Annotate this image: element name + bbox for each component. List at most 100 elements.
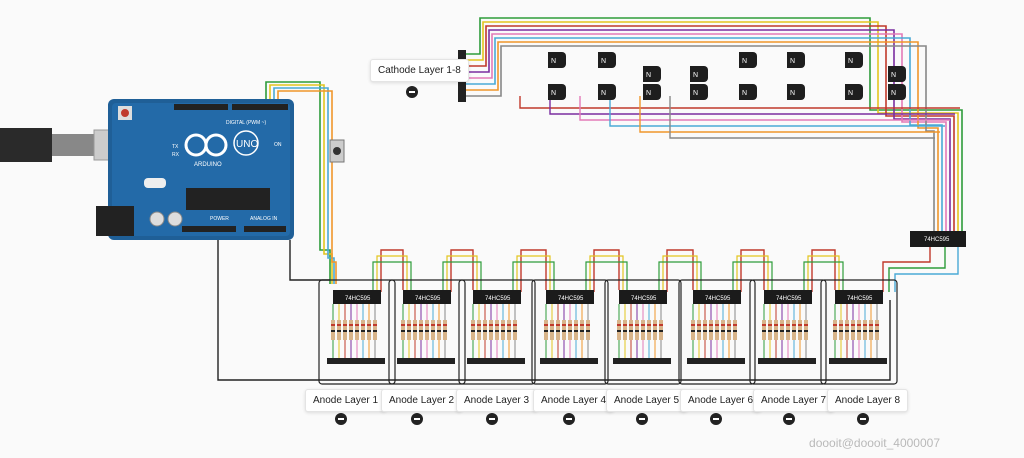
- anode-chip-2: 74HC595: [388, 279, 466, 385]
- arduino-brand-text: ARDUINO: [194, 162, 222, 168]
- push-button[interactable]: [329, 139, 345, 163]
- anode-layer-minus-icon-7[interactable]: [783, 413, 795, 425]
- chip-label: 74HC595: [415, 296, 441, 302]
- svg-text:N: N: [891, 90, 896, 97]
- arduino-board[interactable]: UNO ARDUINO DIGITAL (PWM ~) POWER ANALOG…: [96, 99, 294, 240]
- anode-layer-minus-icon-8[interactable]: [857, 413, 869, 425]
- anode-layer-minus-icon-5[interactable]: [636, 413, 648, 425]
- wire-group-bottom: [217, 81, 959, 381]
- anode-layer-label-8[interactable]: Anode Layer 8: [827, 389, 909, 412]
- arduino-rx-label: RX: [172, 152, 180, 158]
- transistor-8: N: [888, 66, 906, 82]
- transistor-10: N: [598, 84, 616, 100]
- chip-label: 74HC595: [345, 296, 371, 302]
- anode-layer-label-7[interactable]: Anode Layer 7: [753, 389, 835, 412]
- svg-text:N: N: [848, 58, 853, 65]
- anode-layer-minus-icon-4[interactable]: [563, 413, 575, 425]
- arduino-model-text: UNO: [236, 139, 258, 150]
- svg-text:N: N: [601, 90, 606, 97]
- transistor-4: N: [690, 66, 708, 82]
- cathode-layer-label[interactable]: Cathode Layer 1-8: [370, 59, 469, 82]
- anode-chip-8: 74HC595: [820, 279, 898, 385]
- watermark: doooit@doooit_4000007: [809, 436, 940, 450]
- chip-label: 74HC595: [631, 296, 657, 302]
- svg-text:N: N: [742, 58, 747, 65]
- anode-chip-4: 74HC595: [531, 279, 609, 385]
- chip-body: [693, 290, 741, 304]
- anode-chip-3: 74HC595: [458, 279, 536, 385]
- led-header: [758, 358, 816, 364]
- svg-text:N: N: [601, 58, 606, 65]
- led-header: [467, 358, 525, 364]
- anode-layer-minus-icon-3[interactable]: [486, 413, 498, 425]
- arduino-digital-label: DIGITAL (PWM ~): [226, 120, 266, 126]
- svg-text:N: N: [646, 90, 651, 97]
- anode-layer-label-5[interactable]: Anode Layer 5: [606, 389, 688, 412]
- chip-label: 74HC595: [485, 296, 511, 302]
- anode-layer-label-3[interactable]: Anode Layer 3: [456, 389, 538, 412]
- chip-body: [546, 290, 594, 304]
- arduino-analog-label: ANALOG IN: [250, 216, 278, 222]
- chip-body: [473, 290, 521, 304]
- chip-label: 74HC595: [558, 296, 584, 302]
- svg-text:N: N: [693, 90, 698, 97]
- led-header: [829, 358, 887, 364]
- led-header: [540, 358, 598, 364]
- svg-text:N: N: [551, 90, 556, 97]
- svg-text:N: N: [742, 90, 747, 97]
- transistor-2: N: [598, 52, 616, 68]
- svg-text:N: N: [646, 72, 651, 79]
- chip-body: [619, 290, 667, 304]
- led-header: [327, 358, 385, 364]
- svg-text:N: N: [891, 72, 896, 79]
- chip-cathode-driver: 74HC595: [910, 231, 966, 247]
- anode-layer-label-1[interactable]: Anode Layer 1: [305, 389, 387, 412]
- anode-chip-6: 74HC595: [678, 279, 756, 385]
- chip-body: [333, 290, 381, 304]
- arduino-on-label: ON: [274, 142, 282, 148]
- anode-chip-7: 74HC595: [749, 279, 827, 385]
- transistor-7: N: [845, 52, 863, 68]
- usb-cable: [0, 128, 125, 162]
- wire-group-top: [466, 17, 963, 231]
- transistor-9: N: [548, 84, 566, 100]
- chip-body: [764, 290, 812, 304]
- svg-text:N: N: [693, 72, 698, 79]
- chip-label: 74HC595: [705, 296, 731, 302]
- anode-layer-minus-icon-1[interactable]: [335, 413, 347, 425]
- chip-body: [835, 290, 883, 304]
- anode-layer-minus-icon-2[interactable]: [411, 413, 423, 425]
- cathode-layer-minus-icon[interactable]: [406, 86, 418, 98]
- anode-chip-1: 74HC595: [318, 279, 396, 385]
- transistor-array: N N N N N N N N N N N N N N N N: [548, 52, 906, 100]
- svg-text:N: N: [551, 58, 556, 65]
- anode-layer-label-6[interactable]: Anode Layer 6: [680, 389, 762, 412]
- transistor-12: N: [690, 84, 708, 100]
- transistor-5: N: [739, 52, 757, 68]
- svg-text:N: N: [848, 90, 853, 97]
- anode-layer-label-4[interactable]: Anode Layer 4: [533, 389, 615, 412]
- led-header: [687, 358, 745, 364]
- arduino-tx-label: TX: [172, 144, 179, 150]
- chip-label: 74HC595: [847, 296, 873, 302]
- anode-chip-5: 74HC595: [604, 279, 682, 385]
- anode-layer-minus-icon-6[interactable]: [710, 413, 722, 425]
- transistor-14: N: [787, 84, 805, 100]
- svg-text:N: N: [790, 58, 795, 65]
- transistor-13: N: [739, 84, 757, 100]
- svg-text:N: N: [790, 90, 795, 97]
- transistor-6: N: [787, 52, 805, 68]
- transistor-1: N: [548, 52, 566, 68]
- led-header: [397, 358, 455, 364]
- arduino-power-label: POWER: [210, 216, 229, 222]
- transistor-11: N: [643, 84, 661, 100]
- chip-cathode-label: 74HC595: [924, 237, 950, 243]
- chip-body: [403, 290, 451, 304]
- anode-layer-label-2[interactable]: Anode Layer 2: [381, 389, 463, 412]
- chip-label: 74HC595: [776, 296, 802, 302]
- transistor-16: N: [888, 84, 906, 100]
- transistor-3: N: [643, 66, 661, 82]
- led-header: [613, 358, 671, 364]
- anode-chip-array: 74HC595 74HC595 74HC595 74HC595 74HC595 74HC5…: [318, 279, 898, 385]
